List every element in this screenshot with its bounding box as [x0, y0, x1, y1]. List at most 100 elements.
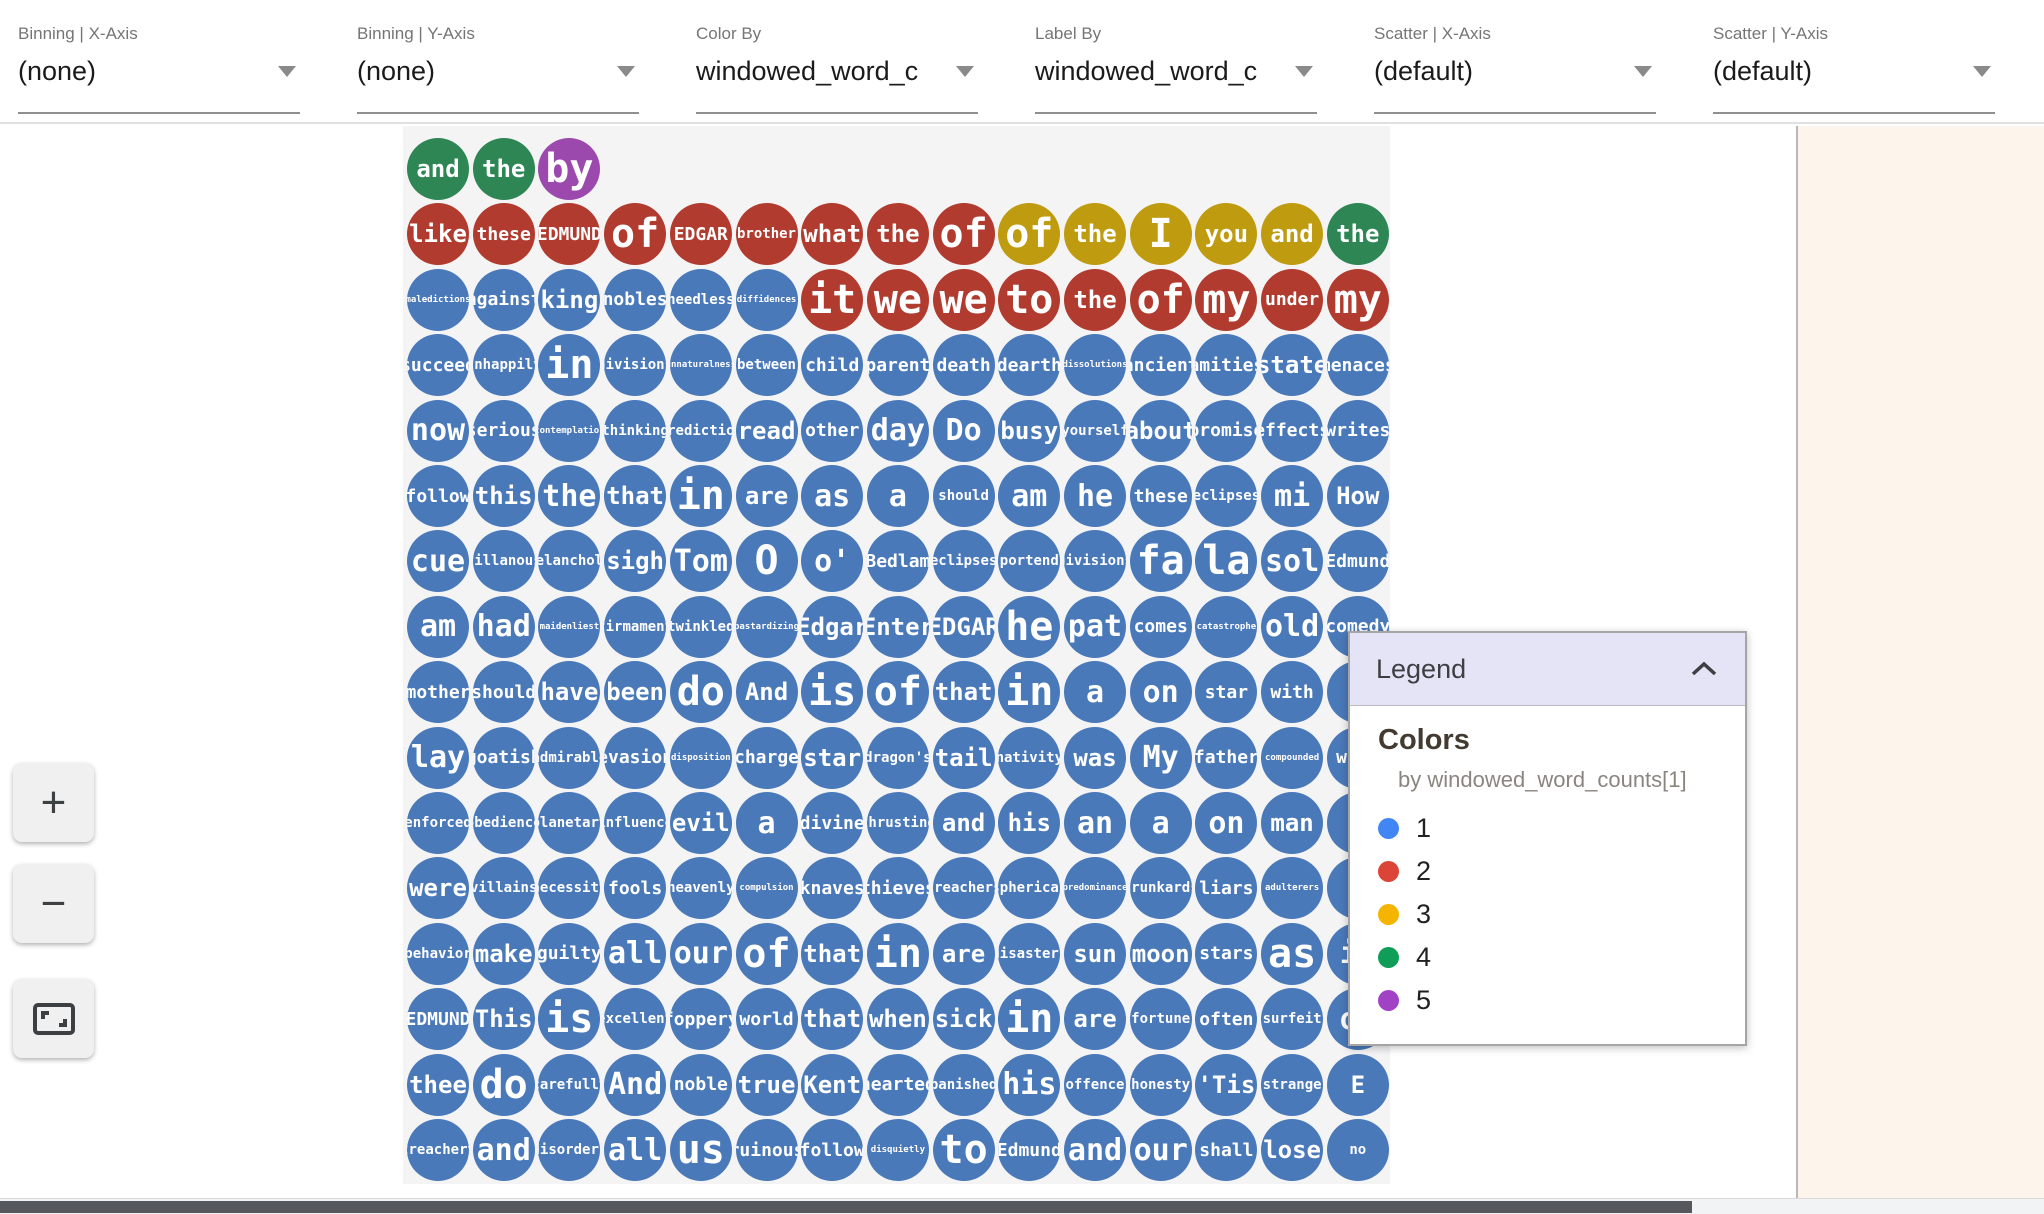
dropdown-arrow-icon[interactable]: [617, 66, 635, 77]
word-circle[interactable]: predominance: [1064, 857, 1126, 920]
word-circle[interactable]: on: [1129, 661, 1192, 724]
word-circle[interactable]: been: [604, 661, 667, 724]
word-circle[interactable]: sun: [1064, 922, 1126, 985]
word-circle[interactable]: it: [801, 268, 864, 331]
word-circle[interactable]: charge: [735, 726, 798, 789]
word-circle[interactable]: ruinous: [735, 1119, 798, 1181]
word-circle[interactable]: lose: [1261, 1119, 1324, 1181]
word-circle[interactable]: honesty: [1129, 1053, 1192, 1116]
word-circle[interactable]: spherical: [998, 857, 1061, 920]
word-circle[interactable]: he: [1064, 465, 1126, 527]
word-circle[interactable]: against: [472, 268, 535, 331]
word-circle[interactable]: and: [472, 1119, 535, 1181]
word-circle[interactable]: yourself: [1064, 399, 1126, 462]
word-circle[interactable]: la: [1195, 530, 1258, 593]
word-circle[interactable]: compulsion: [735, 857, 798, 920]
legend-entry[interactable]: 2: [1378, 850, 1745, 893]
word-circle[interactable]: and: [1261, 203, 1324, 266]
word-circle[interactable]: on: [1195, 792, 1258, 854]
word-circle[interactable]: evil: [669, 792, 732, 854]
word-circle[interactable]: that: [801, 988, 864, 1051]
dropdown-arrow-icon[interactable]: [956, 66, 974, 77]
word-circle[interactable]: brother: [735, 203, 798, 266]
word-circle[interactable]: thieves: [866, 857, 929, 920]
word-circle[interactable]: necessity: [538, 857, 601, 920]
word-circle[interactable]: amities: [1195, 334, 1258, 397]
word-circle[interactable]: under: [1261, 268, 1324, 331]
word-circle[interactable]: eclipses: [932, 530, 995, 593]
word-circle[interactable]: busy: [998, 399, 1061, 462]
word-circle[interactable]: compounded: [1261, 726, 1324, 789]
dropdown-scatter-y-axis[interactable]: Scatter | Y-Axis(default): [1713, 0, 1995, 124]
word-circle[interactable]: Edmund: [998, 1119, 1061, 1181]
word-circle[interactable]: as: [801, 465, 864, 527]
dropdown-binning-y-axis[interactable]: Binning | Y-Axis(none): [357, 0, 639, 124]
legend-entry[interactable]: 5: [1378, 979, 1745, 1022]
word-circle[interactable]: Bedlam: [866, 530, 929, 593]
word-circle[interactable]: maidenliest: [538, 595, 601, 658]
word-circle[interactable]: between: [735, 334, 798, 397]
legend-entry[interactable]: 3: [1378, 893, 1745, 936]
word-circle[interactable]: in: [538, 334, 601, 397]
word-circle[interactable]: melancholy: [538, 530, 601, 593]
word-circle[interactable]: Edgar: [801, 595, 864, 658]
word-circle[interactable]: mi: [1261, 465, 1324, 527]
word-circle[interactable]: we: [932, 268, 995, 331]
word-circle[interactable]: day: [866, 399, 929, 462]
word-circle[interactable]: strange: [1261, 1053, 1324, 1116]
word-circle[interactable]: you: [1195, 203, 1258, 266]
word-circle[interactable]: writes: [1326, 399, 1389, 462]
word-circle[interactable]: shall: [1195, 1119, 1258, 1181]
word-circle[interactable]: all: [604, 922, 667, 985]
word-circle[interactable]: Enter: [866, 595, 929, 658]
word-circle[interactable]: twinkled: [669, 595, 732, 658]
word-circle[interactable]: influence: [604, 792, 667, 854]
word-circle[interactable]: our: [669, 922, 732, 985]
word-circle[interactable]: he: [998, 595, 1061, 658]
word-circle[interactable]: now: [407, 399, 469, 462]
word-circle[interactable]: these: [1129, 465, 1192, 527]
word-circle[interactable]: EDGAR: [669, 203, 732, 266]
word-circle[interactable]: prediction: [669, 399, 732, 462]
word-circle[interactable]: sick: [932, 988, 995, 1051]
word-circle[interactable]: Kent: [801, 1053, 864, 1116]
word-circle[interactable]: behavior: [407, 922, 469, 985]
word-circle[interactable]: star: [801, 726, 864, 789]
word-circle[interactable]: do: [669, 661, 732, 724]
word-circle[interactable]: as: [1261, 922, 1324, 985]
word-circle[interactable]: all: [604, 1119, 667, 1181]
word-circle[interactable]: world: [735, 988, 798, 1051]
word-circle[interactable]: treachers: [932, 857, 995, 920]
word-circle[interactable]: goatish: [472, 726, 535, 789]
word-circle[interactable]: to: [932, 1119, 995, 1181]
word-circle[interactable]: eclipses: [1195, 465, 1258, 527]
word-circle[interactable]: evasion: [604, 726, 667, 789]
word-circle[interactable]: sigh: [604, 530, 667, 593]
word-circle[interactable]: in: [998, 988, 1061, 1051]
word-circle[interactable]: often: [1195, 988, 1258, 1051]
word-circle[interactable]: should: [932, 465, 995, 527]
word-circle[interactable]: fortune: [1129, 988, 1192, 1051]
word-circle[interactable]: by: [538, 138, 601, 200]
word-circle[interactable]: of: [1129, 268, 1192, 331]
zoom-out-button[interactable]: −: [13, 864, 94, 943]
word-circle[interactable]: banished: [932, 1053, 995, 1116]
word-circle[interactable]: a: [735, 792, 798, 854]
word-circle[interactable]: unnaturalness: [669, 334, 732, 397]
word-circle[interactable]: 'Tis: [1195, 1053, 1258, 1116]
chevron-up-icon[interactable]: [1689, 660, 1719, 678]
word-circle[interactable]: us: [669, 1119, 732, 1181]
word-circle[interactable]: drunkards: [1129, 857, 1192, 920]
word-circle[interactable]: my: [1326, 268, 1389, 331]
word-circle[interactable]: EDGAR: [932, 595, 995, 658]
word-circle[interactable]: my: [1195, 268, 1258, 331]
word-circle[interactable]: admirable: [538, 726, 601, 789]
word-circle[interactable]: catastrophe: [1195, 595, 1258, 658]
legend-entry[interactable]: 1: [1378, 807, 1745, 850]
word-circle[interactable]: of: [932, 203, 995, 266]
word-circle[interactable]: are: [1064, 988, 1126, 1051]
word-circle[interactable]: follow: [407, 465, 469, 527]
word-circle[interactable]: divisions: [1064, 530, 1126, 593]
dropdown-scatter-x-axis[interactable]: Scatter | X-Axis(default): [1374, 0, 1656, 124]
word-circle[interactable]: carefully: [538, 1053, 601, 1116]
